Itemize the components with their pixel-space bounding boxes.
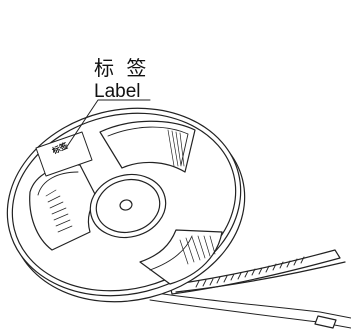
tape-pockets xyxy=(195,256,305,288)
callout-leader-line xyxy=(65,99,151,149)
reel-window-top-right xyxy=(99,120,196,173)
hub-spindle-hole xyxy=(119,199,133,211)
label-callout: 标 签 Label xyxy=(94,58,149,101)
label-callout-english: Label xyxy=(94,81,141,102)
label-callout-chinese: 标 签 xyxy=(94,56,150,80)
reel-hub xyxy=(89,173,167,239)
carrier-tape xyxy=(149,249,351,329)
label-sticker xyxy=(35,131,93,177)
reel-window-bottom-right xyxy=(139,229,223,285)
